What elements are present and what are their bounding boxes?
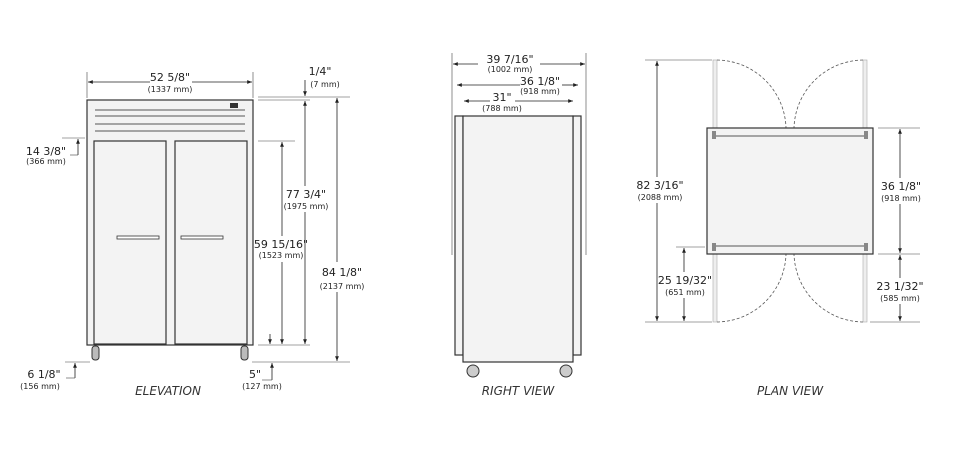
svg-text:(1002 mm): (1002 mm) [488,65,533,74]
svg-text:59 15/16": 59 15/16" [254,238,308,251]
svg-text:(366 mm): (366 mm) [26,157,66,166]
svg-text:5": 5" [249,368,261,381]
svg-text:6 1/8": 6 1/8" [27,368,60,381]
svg-text:84 1/8": 84 1/8" [322,266,362,279]
logo-badge [230,103,238,108]
caster [559,364,573,378]
svg-text:(1975 mm): (1975 mm) [284,202,329,211]
svg-text:(7 mm): (7 mm) [310,80,339,89]
right-door [174,140,248,345]
cabinet-top [706,127,874,255]
side-panel [572,115,582,356]
view-title: RIGHT VIEW [482,384,556,398]
svg-text:(918 mm): (918 mm) [881,194,921,203]
svg-text:39 7/16": 39 7/16" [486,53,533,66]
right-view: 39 7/16" (1002 mm) 36 1/8" (918 mm) 31" … [451,53,587,398]
elevation-view: 52 5/8" (1337 mm) 1/4" (7 mm) 84 1/8" (2… [20,65,364,398]
svg-text:23 1/32": 23 1/32" [876,280,923,293]
plan-view: 82 3/16" (2088 mm) 25 19/32" (651 mm) 36… [636,59,924,398]
side-panel [454,115,464,356]
svg-text:(2137 mm): (2137 mm) [320,282,365,291]
width-dimension: 52 5/8" [150,71,190,84]
svg-text:(1523 mm): (1523 mm) [259,251,304,260]
svg-text:(585 mm): (585 mm) [880,294,920,303]
svg-text:(2088 mm): (2088 mm) [638,193,683,202]
svg-text:82 3/16": 82 3/16" [636,179,683,192]
svg-text:(127 mm): (127 mm) [242,382,282,391]
left-door-handle [116,235,160,240]
cabinet-side [462,115,574,363]
svg-text:36 1/8": 36 1/8" [881,180,921,193]
view-title: ELEVATION [135,384,201,398]
view-title: PLAN VIEW [757,384,824,398]
svg-text:(918 mm): (918 mm) [520,87,560,96]
svg-text:31": 31" [492,91,511,104]
svg-text:14 3/8": 14 3/8" [26,145,66,158]
svg-text:77 3/4": 77 3/4" [286,188,326,201]
caster [466,364,480,378]
svg-text:(788 mm): (788 mm) [482,104,522,113]
svg-text:36 1/8": 36 1/8" [520,75,560,88]
svg-text:(156 mm): (156 mm) [20,382,60,391]
caster [91,345,100,361]
right-door-handle [180,235,224,240]
left-door [93,140,167,345]
svg-text:(651 mm): (651 mm) [665,288,705,297]
svg-text:(1337 mm): (1337 mm) [148,85,193,94]
caster [240,345,249,361]
svg-text:1/4": 1/4" [309,65,332,78]
svg-text:25 19/32": 25 19/32" [658,274,712,287]
